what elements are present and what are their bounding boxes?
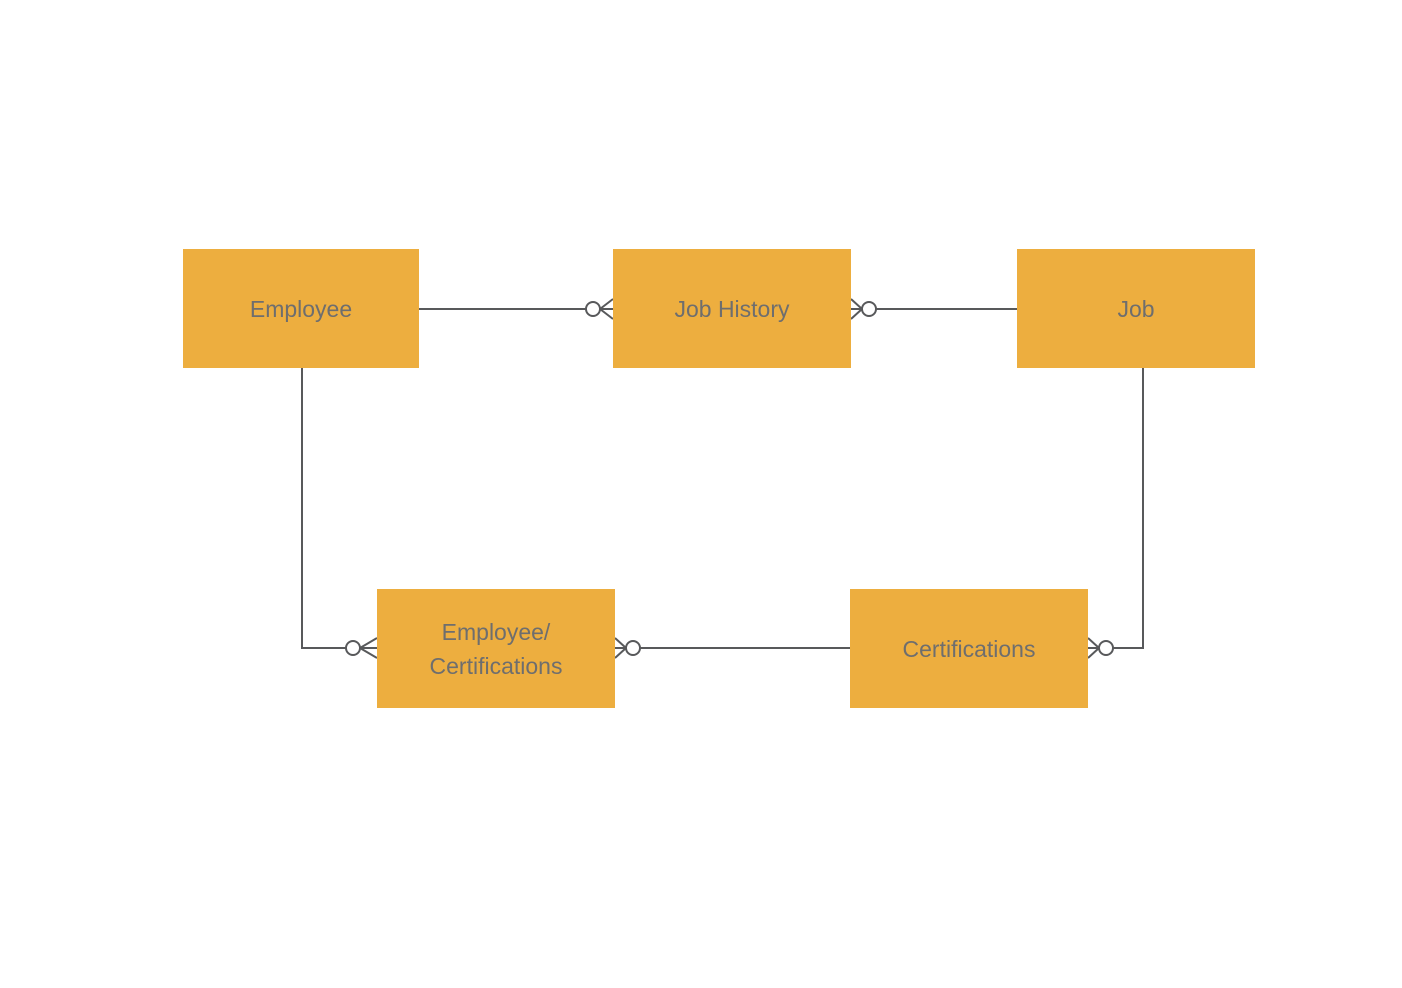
- connector-employee-empcert: [301, 368, 378, 659]
- crowfoot-icon: [359, 637, 378, 659]
- crowfoot-icon: [614, 637, 627, 659]
- crowfoot-icon: [850, 298, 863, 320]
- zero-circle-icon: [345, 640, 361, 656]
- zero-circle-icon: [1098, 640, 1114, 656]
- connector-employee-jobhistory: [419, 298, 614, 320]
- entity-job-history-label: Job History: [674, 295, 790, 322]
- zero-circle-icon: [585, 301, 601, 317]
- crowfoot-icon: [1087, 637, 1100, 659]
- zero-circle-icon: [625, 640, 641, 656]
- connector-certifications-job: [1087, 368, 1144, 659]
- connector-empcert-certifications: [614, 637, 850, 659]
- entity-employee: Employee: [183, 249, 419, 368]
- entity-job: Job: [1017, 249, 1255, 368]
- entity-employee-certifications-label: Employee/ Certifications: [429, 618, 563, 679]
- entity-job-label: Job: [1117, 295, 1155, 322]
- entity-employee-label: Employee: [249, 295, 353, 322]
- entity-job-history: Job History: [613, 249, 851, 368]
- crowfoot-icon: [599, 298, 614, 320]
- entity-employee-certifications: Employee/ Certifications: [377, 589, 615, 708]
- zero-circle-icon: [861, 301, 877, 317]
- entity-certifications: Certifications: [850, 589, 1088, 708]
- connector-jobhistory-job: [850, 298, 1017, 320]
- entity-certifications-label: Certifications: [902, 635, 1036, 662]
